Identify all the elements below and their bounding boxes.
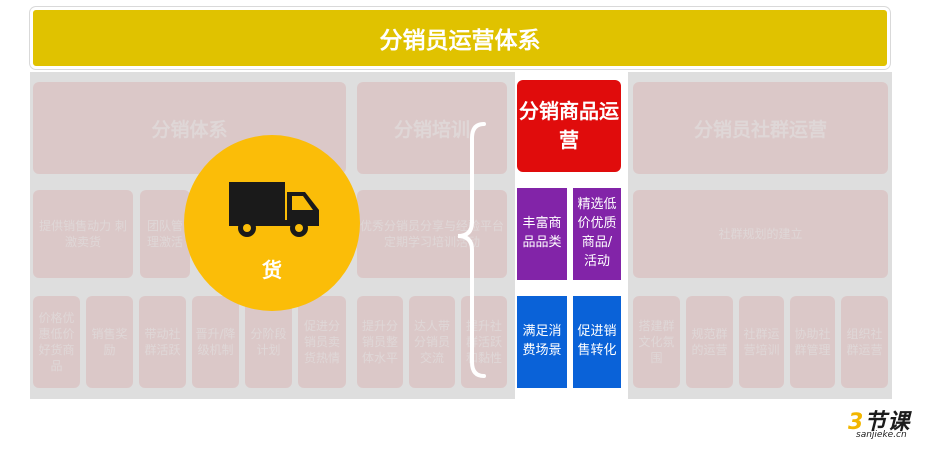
row3-cell: 提升分销员整体水平 bbox=[357, 296, 403, 388]
row3-cell: 销售奖励 bbox=[86, 296, 133, 388]
row3-cell: 协助社群管理 bbox=[790, 296, 835, 388]
row3-cell: 分阶段计划 bbox=[245, 296, 292, 388]
blue-item-1: 满足消费场景 bbox=[517, 296, 567, 388]
logo-text: 节课 bbox=[864, 410, 911, 435]
row2-cell-4: 社群规划的建立 bbox=[633, 190, 888, 278]
row3-cell: 提升社群活跃和黏性 bbox=[461, 296, 507, 388]
row3-cell: 搭建群文化氛围 bbox=[633, 296, 680, 388]
row3-cell: 价格优惠低价好货商品 bbox=[33, 296, 80, 388]
row2-cell-1: 提供销售动力 刺激卖货 bbox=[33, 190, 133, 278]
product-operation-header: 分销商品运营 bbox=[517, 80, 621, 172]
section-community-operation: 分销员社群运营 bbox=[633, 82, 888, 174]
blue-item-2: 促进销售转化 bbox=[573, 296, 621, 388]
row3-cell: 规范群的运营 bbox=[686, 296, 733, 388]
row3-cell: 带动社群活跃 bbox=[139, 296, 186, 388]
purple-item-1: 丰富商品品类 bbox=[517, 188, 567, 280]
row3-cell: 晋升/降级机制 bbox=[192, 296, 239, 388]
truck-icon bbox=[229, 182, 319, 237]
purple-item-2: 精选低价优质商品/活动 bbox=[573, 188, 621, 280]
section-distribution-training: 分销培训 bbox=[357, 82, 507, 174]
logo-number: 3 bbox=[848, 410, 865, 435]
row3-cell: 达人带分销员交流 bbox=[409, 296, 455, 388]
goods-label: 货 bbox=[262, 258, 282, 282]
brand-logo: 3节课 bbox=[848, 404, 910, 436]
row3-cell: 社群运营培训 bbox=[739, 296, 784, 388]
row3-cell: 组织社群运营 bbox=[841, 296, 888, 388]
curly-brace-icon bbox=[457, 122, 486, 378]
row2-cell-2: 团队管理激活 bbox=[140, 190, 190, 278]
page-title: 分销员运营体系 bbox=[30, 7, 890, 69]
row3-cell: 促进分销员卖货热情 bbox=[298, 296, 346, 388]
logo-url: sanjieke.cn bbox=[856, 430, 907, 440]
row2-cell-3: 优秀分销员分享与经验平台定期学习培训活动 bbox=[357, 190, 507, 278]
